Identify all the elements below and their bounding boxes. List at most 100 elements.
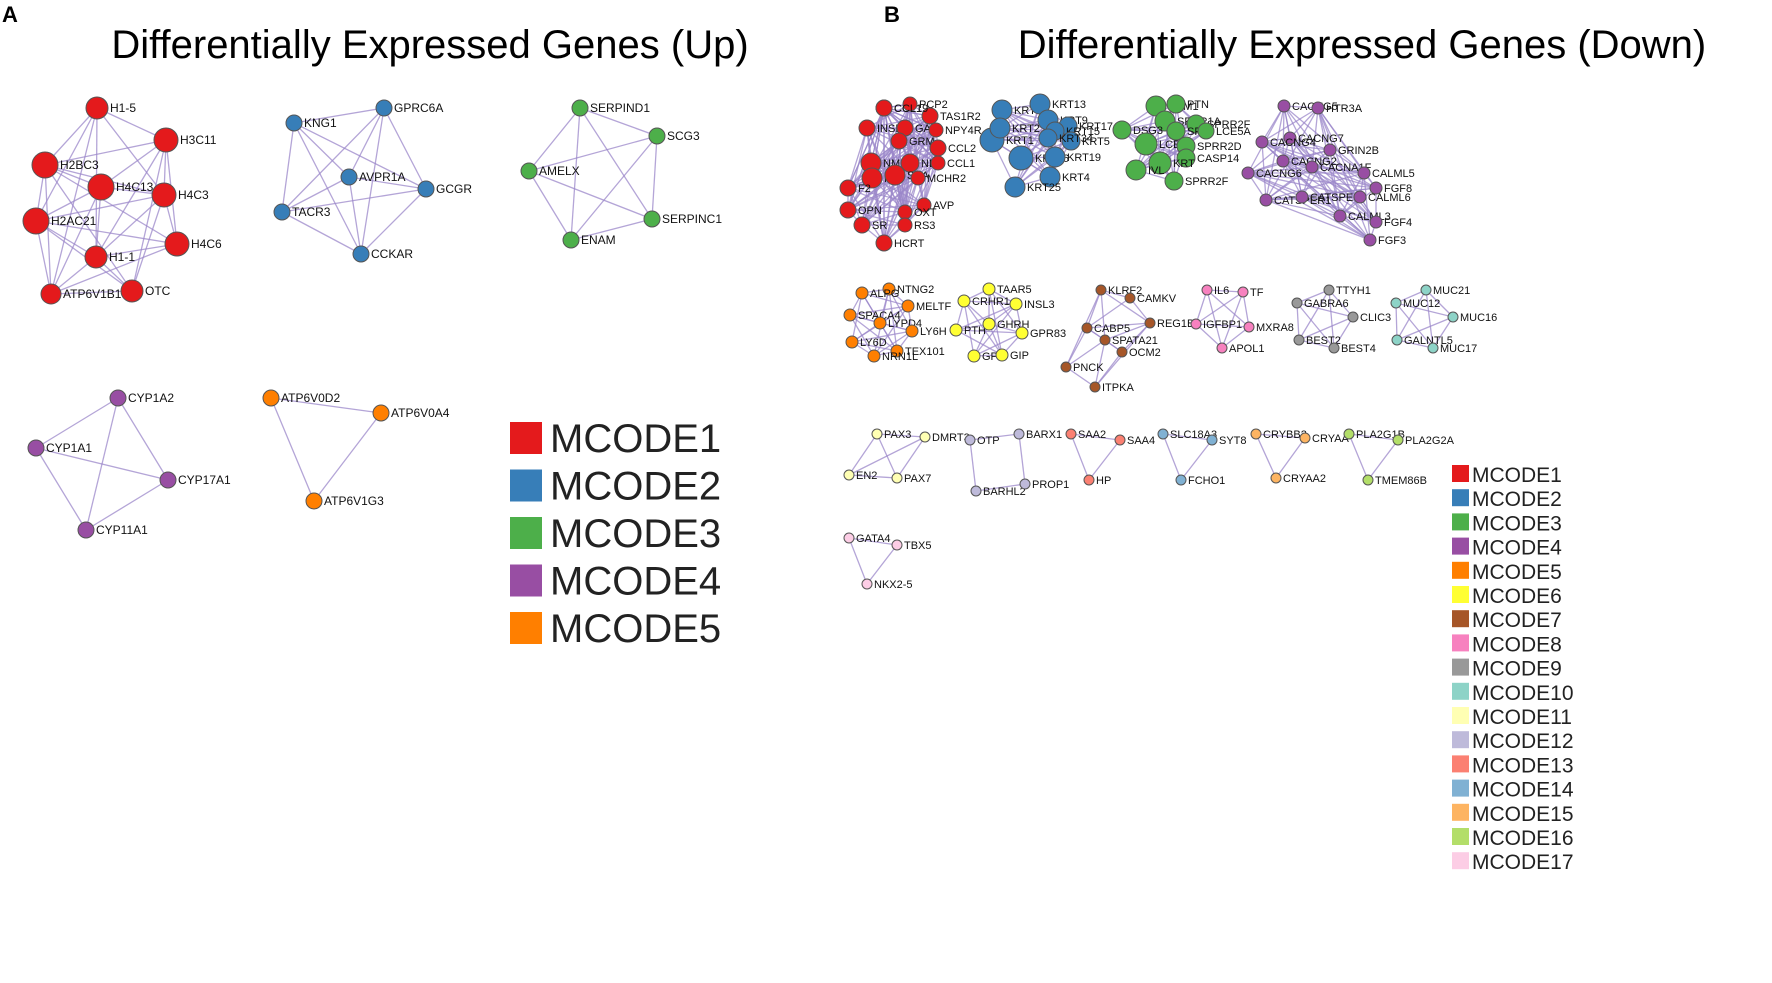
gene-node: CABP5 [1081,322,1130,335]
down_mcode4-edge [1247,172,1377,189]
gene-node-circle [1061,131,1081,151]
gene-node-circle [1038,128,1058,148]
gene-label: REG1B [1157,318,1194,330]
gene-node: BARHL2 [970,485,1026,498]
gene-label: SPRR2F [1185,176,1229,188]
gene-label: MUC17 [1440,343,1477,355]
legend-swatch [1452,513,1469,531]
down_mcode6-edge [973,303,1017,357]
up_mcode1-edge [35,220,133,292]
gene-node: PNCK [1060,361,1104,374]
gene-node-circle [372,404,390,422]
gene-node-circle [928,122,944,138]
gene-label: SERPINC1 [662,212,722,226]
gene-node-circle [1039,166,1061,188]
gene-node-circle [1270,472,1282,484]
up_mcode1-edge [131,194,165,292]
gene-node-circle [1277,99,1291,113]
up_mcode2-edge [281,211,362,255]
legend-swatch [1452,779,1469,797]
gene-node: NTNG2 [882,282,934,296]
gene-node: SPRR2F [1164,171,1229,191]
gene-label: TTYH1 [1336,285,1371,297]
down_mcode7-edge [1065,339,1106,368]
up_mcode1-edge [131,139,167,292]
gene-node: ATP6V0D2 [262,389,340,407]
gene-node: PROP1 [1019,478,1069,491]
up_mcode3-edge [528,135,658,172]
gene-node-circle [1201,284,1213,296]
gene-node: TBX5 [891,539,932,552]
gene-node-circle [285,114,303,132]
up_mcode3-edge [528,107,581,172]
down_mcode14-edge [1180,439,1213,481]
gene-node-circle [84,245,108,269]
gene-node: CYP11A1 [77,521,148,539]
gene-node: ALPG [855,286,899,300]
gene-node-circle [910,170,926,186]
legend-label: MCODE10 [1472,682,1574,705]
gene-node-circle [520,162,538,180]
down_mcode4-edge [1301,196,1341,217]
gene-node-circle [897,217,913,233]
down_mcode8-edge [1195,323,1250,328]
gene-node-circle [1323,143,1337,157]
gene-node: GABRA6 [1291,297,1349,310]
gene-node-circle [417,180,435,198]
gene-label: PNCK [1073,362,1104,374]
gene-label: H2AC21 [51,214,97,228]
up_mcode2-edge [348,176,427,190]
gene-node: HTR3A [1311,101,1363,115]
gene-node-circle [843,532,855,544]
down_mcode4-edge [1339,172,1365,217]
gene-label: INSL3 [1024,299,1055,311]
gene-label: GRIN2B [1338,145,1379,157]
down_mcode9-edge [1296,289,1330,304]
down_mcode3-edge [1121,103,1177,131]
gene-label: KRT34 [1059,133,1093,145]
legend-label: MCODE7 [1472,609,1562,632]
gene-label: GALNTL5 [1404,335,1453,347]
gene-node-circle [1083,474,1095,486]
down_mcode1-edge [847,177,919,189]
gene-node-circle [871,428,883,440]
gene-node-circle [1323,284,1335,296]
gene-node: CCL19 [875,99,928,117]
gene-node-circle [31,151,59,179]
gene-node-circle [1004,176,1026,198]
gene-node-circle [1112,120,1132,140]
gene-node-circle [1333,209,1347,223]
legend-swatch [1452,707,1469,724]
gene-node-circle [989,117,1011,139]
gene-label: SAA2 [1078,429,1106,441]
gene-node-circle [87,173,115,201]
gene-node-circle [861,167,883,189]
gene-node-circle [875,99,893,117]
gene-node: FGF8 [1369,181,1412,195]
gene-node-circle [982,282,996,296]
gene-label: ENAM [581,233,616,247]
gene-node: ATP6V0A4 [372,404,450,422]
gene-label: SYT8 [1219,435,1247,447]
gene-label: CACNG7 [1298,133,1344,145]
down_mcode10-edge [1396,339,1434,349]
down_mcode11-edge [848,433,878,476]
down_mcode1-edge [861,177,919,226]
gene-node-circle [1276,154,1290,168]
down_mcode1-edge [847,209,906,226]
gene-label: CLIC3 [1360,312,1391,324]
up_mcode2-edge [348,176,362,255]
gene-label: MELTF [916,301,952,313]
gene-label: FGF8 [1384,183,1412,195]
down_mcode7-edge [1094,339,1106,388]
gene-node: KRT19 [1044,146,1101,168]
gene-label: H4C6 [191,237,222,251]
gene-node-circle [562,231,580,249]
gene-label: GRM [909,136,935,148]
up_mcode3-edge [570,218,653,241]
gene-node-circle [900,153,920,173]
legend-label: MCODE4 [550,560,721,604]
gene-node: OCM2 [1116,346,1161,359]
gene-label: CALML5 [1372,168,1415,180]
legend-label: MCODE4 [1472,537,1562,560]
